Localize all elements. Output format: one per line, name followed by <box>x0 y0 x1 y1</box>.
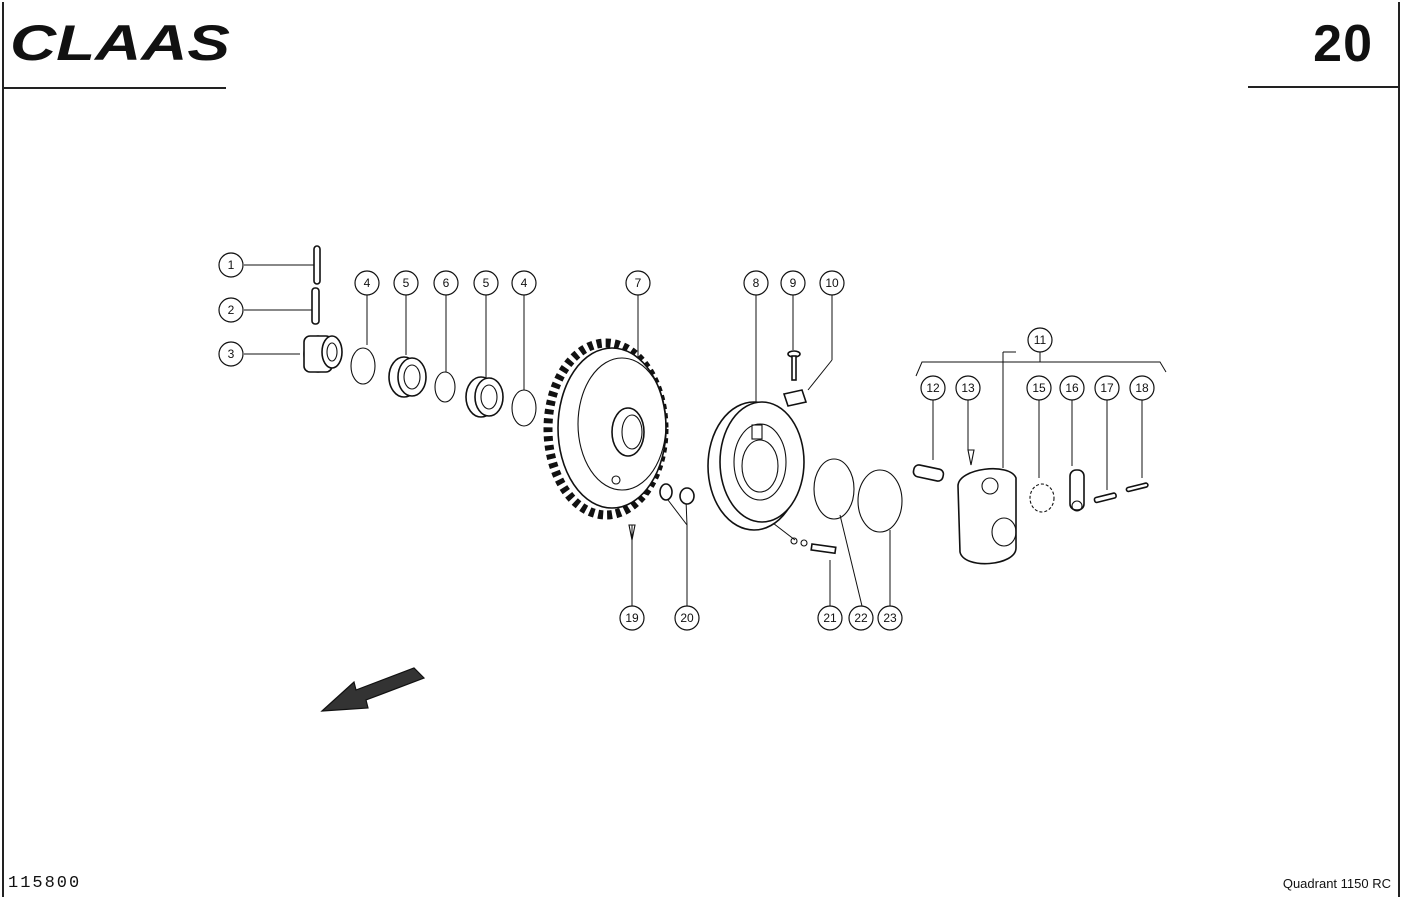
svg-text:11: 11 <box>1034 333 1047 347</box>
callout-5b: 5 <box>473 270 499 296</box>
claas-logo: CLAAS <box>10 20 230 66</box>
bush-part-20a <box>659 483 673 501</box>
callouts: 1 2 3 4 5 6 5 4 7 8 9 10 11 12 13 15 16 … <box>218 252 1155 631</box>
callout-17: 17 <box>1094 375 1120 401</box>
callout-18: 18 <box>1129 375 1155 401</box>
svg-text:6: 6 <box>443 276 450 290</box>
callout-5a: 5 <box>393 270 419 296</box>
screw-part-9 <box>787 350 801 381</box>
grease-nipple-part-19 <box>628 524 636 541</box>
callout-7: 7 <box>625 270 651 296</box>
travel-direction-arrow-icon <box>320 667 426 712</box>
callout-23: 23 <box>877 605 903 631</box>
bush-part-20b <box>679 487 695 505</box>
callout-15: 15 <box>1026 375 1052 401</box>
circlip-part-4b <box>511 389 537 427</box>
callout-11: 11 <box>1027 327 1053 353</box>
callout-4a: 4 <box>354 270 380 296</box>
circlip-part-23 <box>857 469 903 533</box>
svg-text:8: 8 <box>753 276 760 290</box>
callout-13: 13 <box>955 375 981 401</box>
svg-text:4: 4 <box>521 276 528 290</box>
svg-text:3: 3 <box>228 347 235 361</box>
leader-lines <box>244 264 1167 607</box>
o-ring-part-22 <box>813 458 855 520</box>
key-part-10 <box>782 389 808 407</box>
callout-1: 1 <box>218 252 244 278</box>
hub-disc-part-8 <box>707 401 805 531</box>
page-number: 20 <box>1313 15 1373 73</box>
lever-assembly-part-11 <box>957 467 1017 565</box>
svg-text:15: 15 <box>1032 381 1046 395</box>
svg-text:9: 9 <box>790 276 797 290</box>
callout-3: 3 <box>218 341 244 367</box>
svg-text:12: 12 <box>926 381 940 395</box>
callout-12: 12 <box>920 375 946 401</box>
header-rule-left <box>2 87 226 89</box>
pin-part-12 <box>912 464 945 482</box>
svg-text:7: 7 <box>635 276 642 290</box>
right-border <box>1398 2 1400 897</box>
svg-text:17: 17 <box>1100 381 1114 395</box>
svg-text:2: 2 <box>228 303 235 317</box>
svg-text:22: 22 <box>854 611 868 625</box>
pin-part-2 <box>311 287 320 325</box>
callout-19: 19 <box>619 605 645 631</box>
svg-text:13: 13 <box>961 381 975 395</box>
callout-22: 22 <box>848 605 874 631</box>
pin-part-18 <box>1125 482 1149 493</box>
header-rule-right <box>1248 86 1398 88</box>
spring-part-15 <box>1029 483 1055 513</box>
bearing-part-5 <box>388 356 427 398</box>
circlip-part-4 <box>350 347 376 385</box>
svg-text:16: 16 <box>1065 381 1079 395</box>
svg-text:5: 5 <box>403 276 410 290</box>
callout-16: 16 <box>1059 375 1085 401</box>
svg-text:5: 5 <box>483 276 490 290</box>
callout-10: 10 <box>819 270 845 296</box>
svg-text:1: 1 <box>228 258 235 272</box>
sleeve-part-3 <box>303 335 343 373</box>
drawing-number: 115800 <box>8 874 82 893</box>
bolt-part-21 <box>790 537 837 555</box>
svg-text:10: 10 <box>825 276 839 290</box>
svg-text:19: 19 <box>625 611 639 625</box>
callout-2: 2 <box>218 297 244 323</box>
svg-text:20: 20 <box>680 611 694 625</box>
callout-21: 21 <box>817 605 843 631</box>
brand-wordmark: CLAAS <box>10 20 230 66</box>
svg-text:4: 4 <box>364 276 371 290</box>
svg-text:23: 23 <box>883 611 897 625</box>
callout-8: 8 <box>743 270 769 296</box>
callout-4b: 4 <box>511 270 537 296</box>
bearing-part-5b <box>465 376 504 418</box>
callout-20: 20 <box>674 605 700 631</box>
callout-6: 6 <box>433 270 459 296</box>
pin-part-1 <box>313 245 321 285</box>
left-border <box>2 2 4 897</box>
spacer-ring-part-6 <box>434 371 456 403</box>
pin-part-17 <box>1093 492 1117 504</box>
gear-part-7 <box>543 338 669 520</box>
link-part-16 <box>1069 469 1085 512</box>
machine-model: Quadrant 1150 RC <box>1282 876 1391 891</box>
callout-9: 9 <box>780 270 806 296</box>
nipple-part-13 <box>967 449 975 466</box>
svg-text:18: 18 <box>1135 381 1149 395</box>
parts <box>303 245 1149 712</box>
svg-text:21: 21 <box>823 611 837 625</box>
